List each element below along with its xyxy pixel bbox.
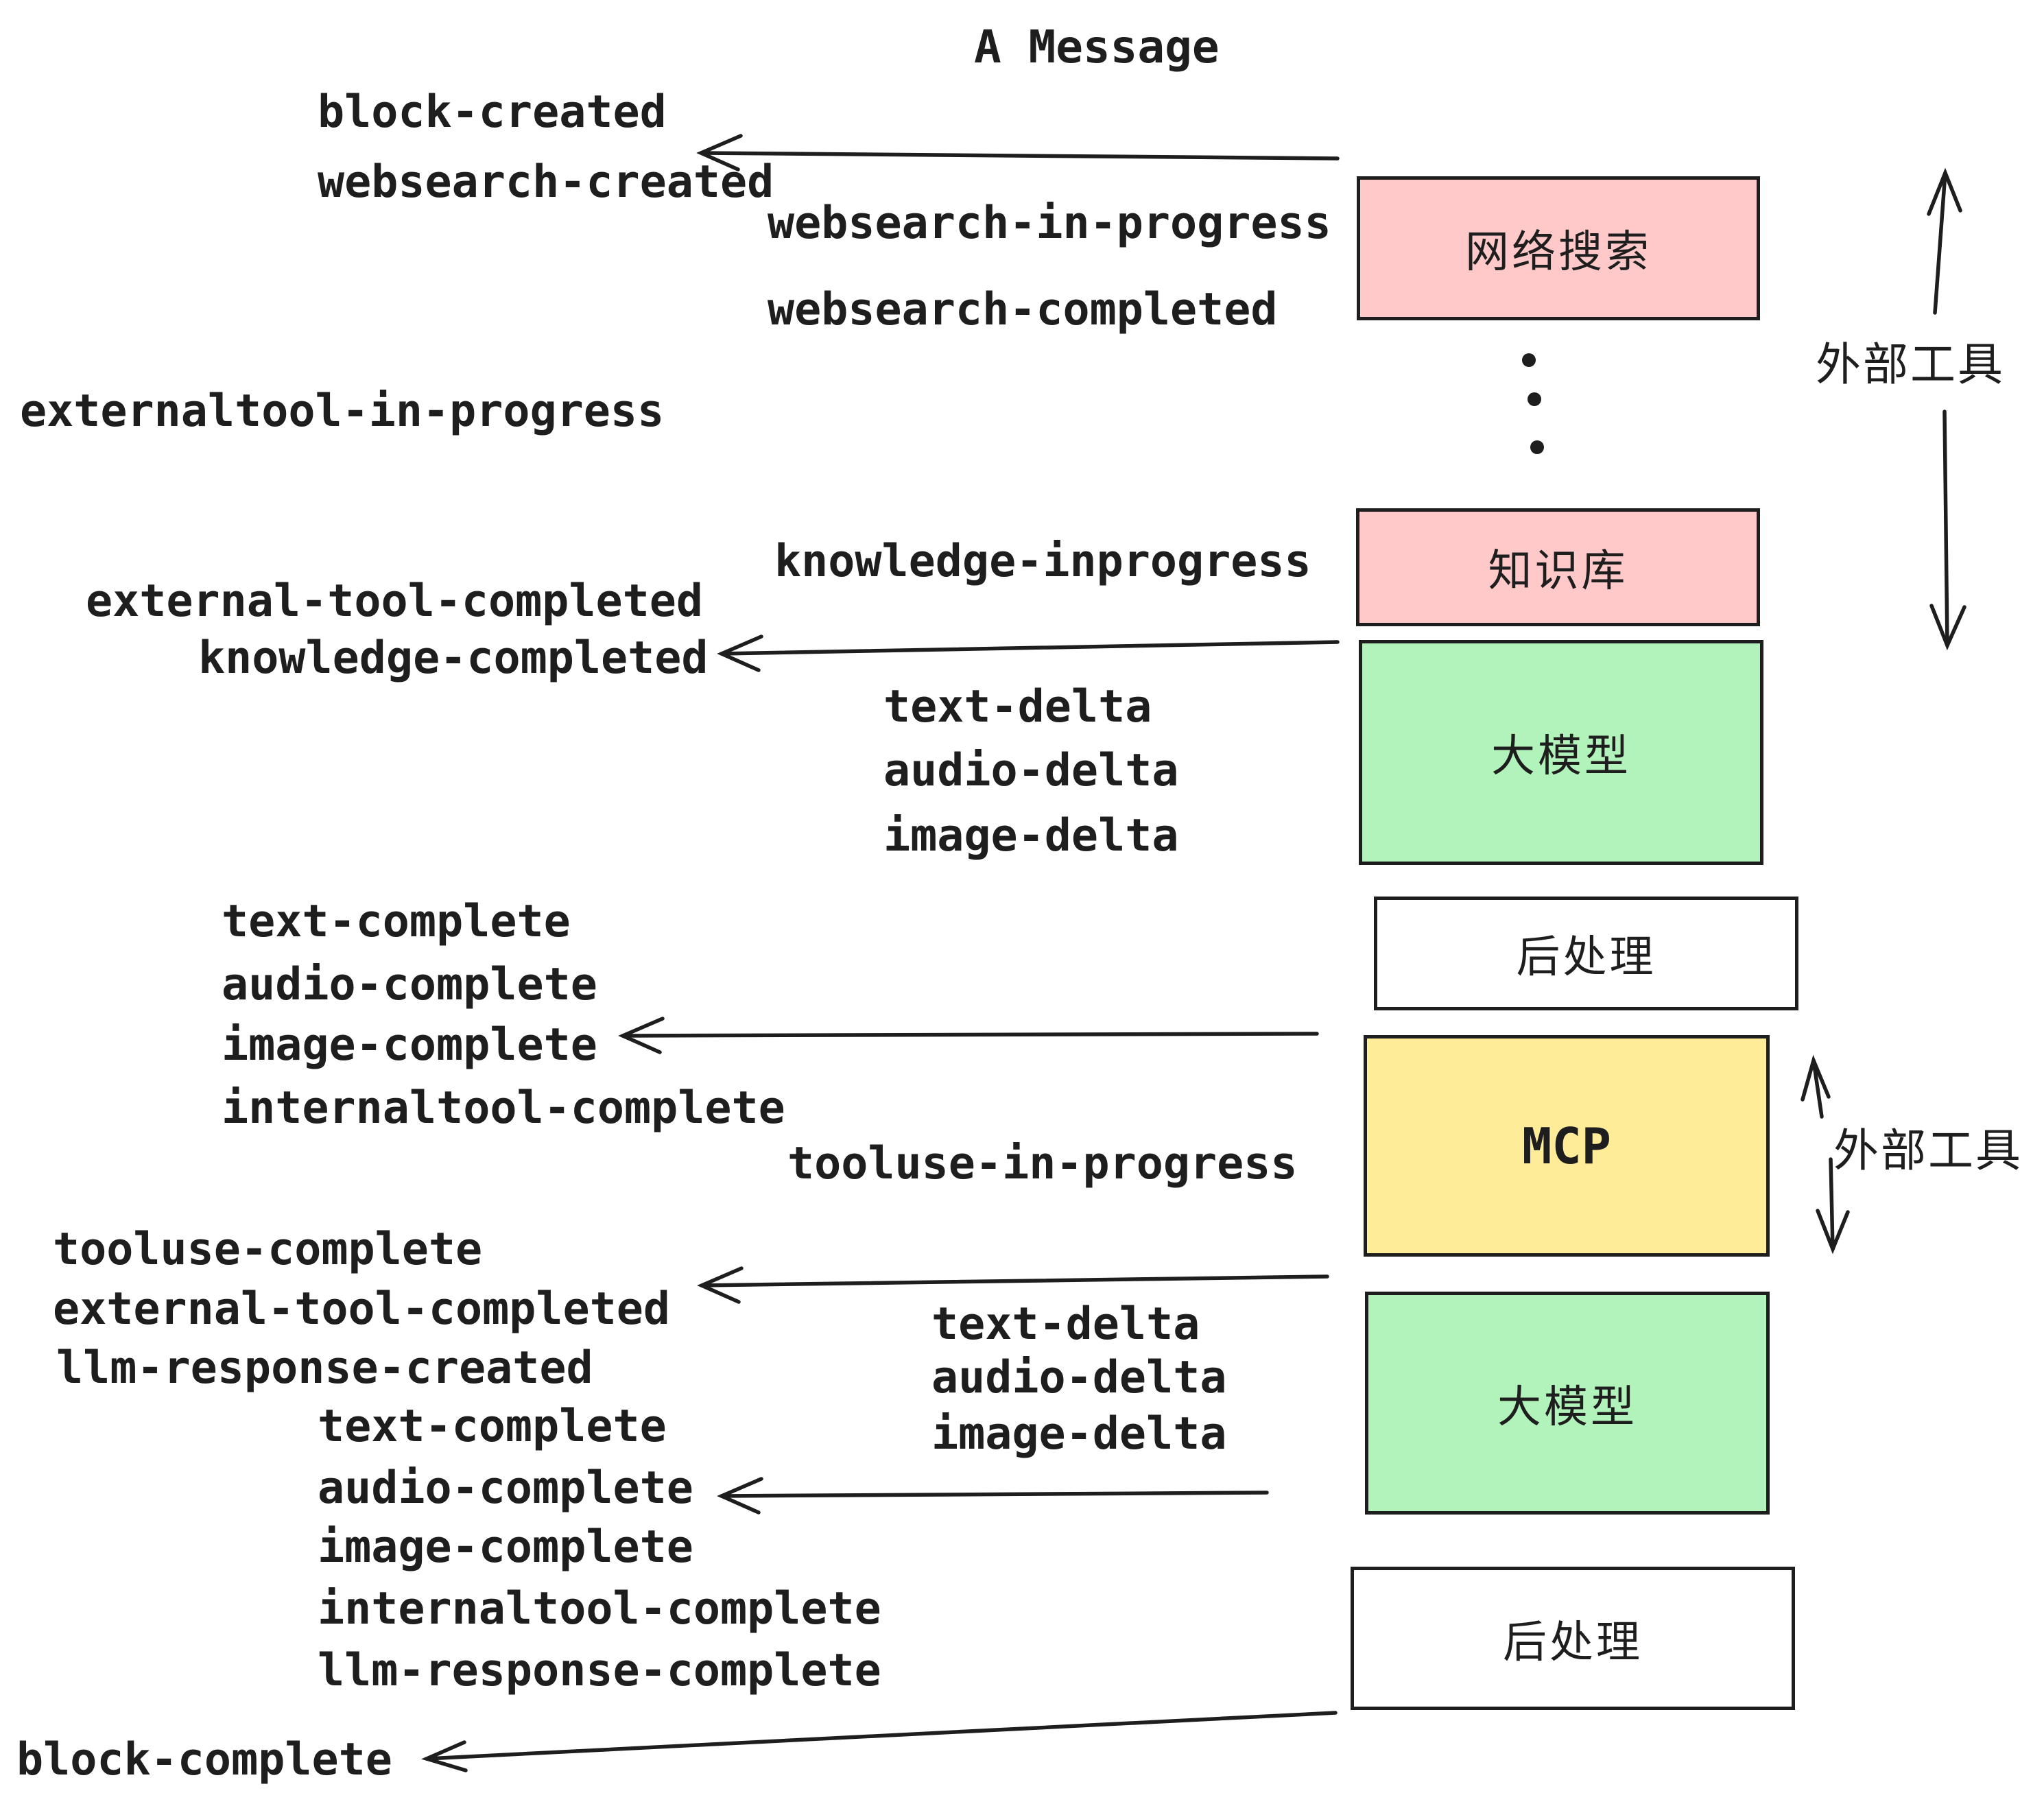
diagram-title: A Message xyxy=(974,21,1220,73)
arrow-block-created xyxy=(696,134,1340,171)
event-websearch-created: websearch-created xyxy=(318,156,774,208)
event-knowledge-inprogress: knowledge-inprogress xyxy=(774,536,1311,587)
event-image-delta-1: image-delta xyxy=(883,810,1179,862)
event-block-complete: block-complete xyxy=(16,1734,392,1785)
node-llm-1-label: 大模型 xyxy=(1491,731,1631,781)
event-audio-delta-1: audio-delta xyxy=(883,745,1179,796)
event-text-delta-1: text-delta xyxy=(883,681,1152,733)
node-knowledge-label: 知识库 xyxy=(1488,546,1628,595)
event-image-complete-2: image-complete xyxy=(318,1521,693,1573)
node-postprocess-2: 后处理 xyxy=(1351,1567,1795,1710)
node-postprocess-2-label: 后处理 xyxy=(1503,1617,1643,1667)
event-internaltool-complete-2: internaltool-complete xyxy=(318,1583,881,1635)
node-mcp-label: MCP xyxy=(1521,1117,1612,1175)
event-tooluse-in-progress: tooluse-in-progress xyxy=(787,1138,1298,1189)
event-externaltool-in-progress: externaltool-in-progress xyxy=(20,385,665,437)
event-image-delta-2: image-delta xyxy=(931,1408,1227,1460)
event-audio-complete-2: audio-complete xyxy=(318,1462,693,1514)
event-llm-response-complete: llm-response-complete xyxy=(318,1645,881,1696)
node-postprocess-1-label: 后处理 xyxy=(1516,932,1656,982)
event-audio-delta-2: audio-delta xyxy=(931,1352,1227,1403)
node-llm-2: 大模型 xyxy=(1365,1292,1770,1515)
node-knowledge: 知识库 xyxy=(1356,508,1760,626)
node-llm-2-label: 大模型 xyxy=(1497,1381,1637,1432)
event-internaltool-complete-1: internaltool-complete xyxy=(222,1082,785,1134)
arrow-block-complete xyxy=(421,1711,1338,1772)
event-websearch-completed: websearch-completed xyxy=(768,284,1278,335)
event-text-complete-2: text-complete xyxy=(318,1401,667,1452)
external-tools-annotation-mid: 外部工具 xyxy=(1833,1125,2023,1176)
arrow-audio-complete xyxy=(717,1477,1269,1515)
external-tools-down-arrow-top xyxy=(1929,410,1966,651)
event-image-complete-1: image-complete xyxy=(222,1019,597,1071)
event-text-complete-1: text-complete xyxy=(222,896,571,947)
event-text-delta-2: text-delta xyxy=(931,1298,1200,1350)
node-websearch-label: 网络搜索 xyxy=(1465,227,1652,276)
event-block-created: block-created xyxy=(318,86,667,138)
event-external-tool-completed-1: external-tool-completed xyxy=(86,575,704,627)
node-websearch: 网络搜索 xyxy=(1357,176,1760,320)
node-llm-1: 大模型 xyxy=(1359,640,1763,865)
event-llm-response-created: llm-response-created xyxy=(56,1342,593,1394)
arrow-external-tool-completed xyxy=(697,1266,1329,1304)
external-tools-up-arrow-mid xyxy=(1801,1054,1831,1119)
node-postprocess-1: 后处理 xyxy=(1374,897,1798,1010)
event-tooluse-complete: tooluse-complete xyxy=(53,1224,483,1275)
event-knowledge-completed: knowledge-completed xyxy=(198,632,709,684)
external-tools-up-arrow-top xyxy=(1927,167,1962,315)
event-audio-complete-1: audio-complete xyxy=(222,959,597,1010)
arrow-knowledge-completed xyxy=(717,634,1340,672)
node-mcp: MCP xyxy=(1364,1035,1770,1257)
event-external-tool-completed-2: external-tool-completed xyxy=(53,1283,671,1335)
ellipsis-dots xyxy=(1522,353,1544,454)
event-websearch-in-progress: websearch-in-progress xyxy=(768,198,1331,249)
arrow-image-complete xyxy=(618,1017,1319,1054)
external-tools-annotation-top: 外部工具 xyxy=(1816,339,2005,390)
